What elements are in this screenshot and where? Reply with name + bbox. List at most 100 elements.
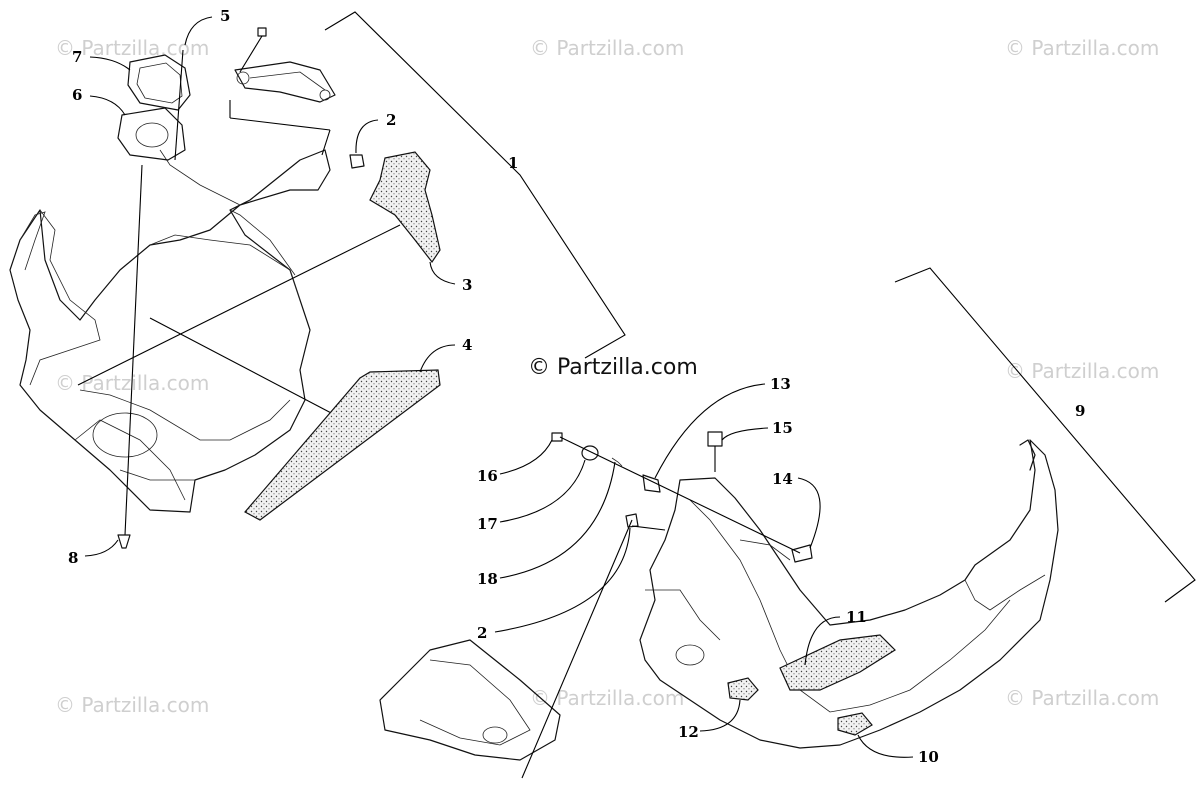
right-pan-side-detail (964, 574, 1046, 611)
right-pan-hole (675, 644, 705, 666)
bracket-hole (319, 89, 331, 101)
leader-12 (699, 699, 741, 732)
callout-10: 10 (918, 748, 939, 766)
washer-17 (581, 445, 599, 461)
left-pan-brace (229, 209, 296, 276)
callout-2-right: 2 (477, 624, 487, 642)
foam-pad-3 (369, 151, 441, 264)
clip-2-left (349, 154, 365, 169)
bumper-14 (791, 544, 813, 563)
left-belly-pan-assembly (9, 149, 401, 513)
left-pan-bottom-line (119, 469, 195, 481)
left-pan-outline (9, 149, 331, 513)
leader-3 (429, 261, 456, 285)
leader-6 (89, 95, 126, 116)
callout-leaders (84, 16, 914, 758)
watermark-tile: © Partzilla.com (1005, 359, 1159, 383)
fastener-8-line (124, 164, 143, 536)
leader-14 (797, 477, 821, 549)
grommet-13 (642, 474, 661, 493)
bracket-bracket-line (321, 129, 331, 156)
upper-bracket (229, 27, 336, 156)
partzilla-watermark: © Partzilla.com (528, 355, 698, 380)
bracket-hole (236, 71, 250, 85)
right-pan-brace (739, 539, 791, 561)
leader-2-right (494, 527, 631, 633)
left-pan-opening (92, 412, 158, 458)
right-pan-outline (639, 439, 1059, 749)
bracket-detail (249, 71, 326, 91)
right-pan-floor (689, 499, 1011, 713)
bracket-outline (234, 61, 336, 103)
callout-7: 7 (72, 48, 82, 66)
clip-2-line (631, 525, 666, 531)
watermark-tile: © Partzilla.com (530, 36, 684, 60)
leader-5 (184, 16, 213, 46)
leader-2-top (355, 119, 379, 154)
callout-6: 6 (72, 86, 82, 104)
bracket-leader (239, 35, 263, 73)
left-pan-edge-detail (29, 209, 101, 386)
callout-15: 15 (772, 419, 793, 437)
screw-16 (551, 432, 563, 442)
callout-13: 13 (770, 375, 791, 393)
callout-8: 8 (68, 549, 78, 567)
item-1-bracket-line (324, 11, 626, 359)
lower-bracket-outline (379, 639, 561, 761)
callout-5: 5 (220, 7, 230, 25)
watermark-tile: © Partzilla.com (530, 686, 684, 710)
item-9-bracket-line (894, 267, 1196, 603)
leader-15 (721, 427, 769, 441)
gasket-7 (127, 54, 191, 111)
nut-15 (707, 431, 723, 447)
left-pan-leader-line-2 (77, 224, 401, 386)
right-belly-pan-assembly (639, 439, 1059, 749)
lower-bracket-hole (482, 726, 508, 744)
bracket-nut (257, 27, 267, 37)
callout-16: 16 (477, 467, 498, 485)
right-pan-lower-rib (645, 589, 721, 641)
leader-13 (654, 383, 766, 479)
fastener-8 (117, 534, 131, 549)
foam-pad-11 (779, 634, 896, 691)
watermark-tile: © Partzilla.com (55, 36, 209, 60)
gasket-inner (136, 62, 183, 104)
leader-10 (857, 734, 914, 758)
leader-7 (89, 56, 131, 71)
leader-16 (499, 439, 553, 475)
lower-bracket (379, 639, 561, 761)
left-pan-leader-line (149, 317, 336, 416)
fastener-axis-line (559, 436, 801, 554)
left-pan-inner-rim (149, 234, 301, 301)
foam-strip-4 (244, 369, 441, 521)
lower-bracket-detail (419, 659, 531, 746)
watermark-tile: © Partzilla.com (1005, 36, 1159, 60)
leader-17 (499, 459, 586, 523)
callout-17: 17 (477, 515, 498, 533)
callout-4: 4 (462, 336, 472, 354)
plate-hole (135, 122, 169, 148)
plate-outline (117, 107, 186, 161)
bracket-bracket-line (229, 117, 331, 131)
leader-11 (804, 616, 841, 666)
watermark-tile: © Partzilla.com (55, 693, 209, 717)
gasket-outline (127, 54, 191, 111)
callout-12: 12 (678, 723, 699, 741)
leader-8 (84, 539, 119, 557)
left-pan-floor (79, 389, 291, 441)
callout-3: 3 (462, 276, 472, 294)
lower-fastener-line (521, 519, 633, 779)
callout-14: 14 (772, 470, 793, 488)
watermark-tile: © Partzilla.com (1005, 686, 1159, 710)
callout-2: 2 (386, 111, 396, 129)
foam-pad-12 (727, 677, 759, 701)
callout-18: 18 (477, 570, 498, 588)
foam-pad-10 (837, 712, 873, 736)
leader-18 (499, 461, 616, 579)
left-pan-top-rail (159, 149, 241, 206)
clip-2-right (625, 513, 639, 528)
callout-9: 9 (1075, 402, 1085, 420)
callout-11: 11 (846, 608, 867, 626)
